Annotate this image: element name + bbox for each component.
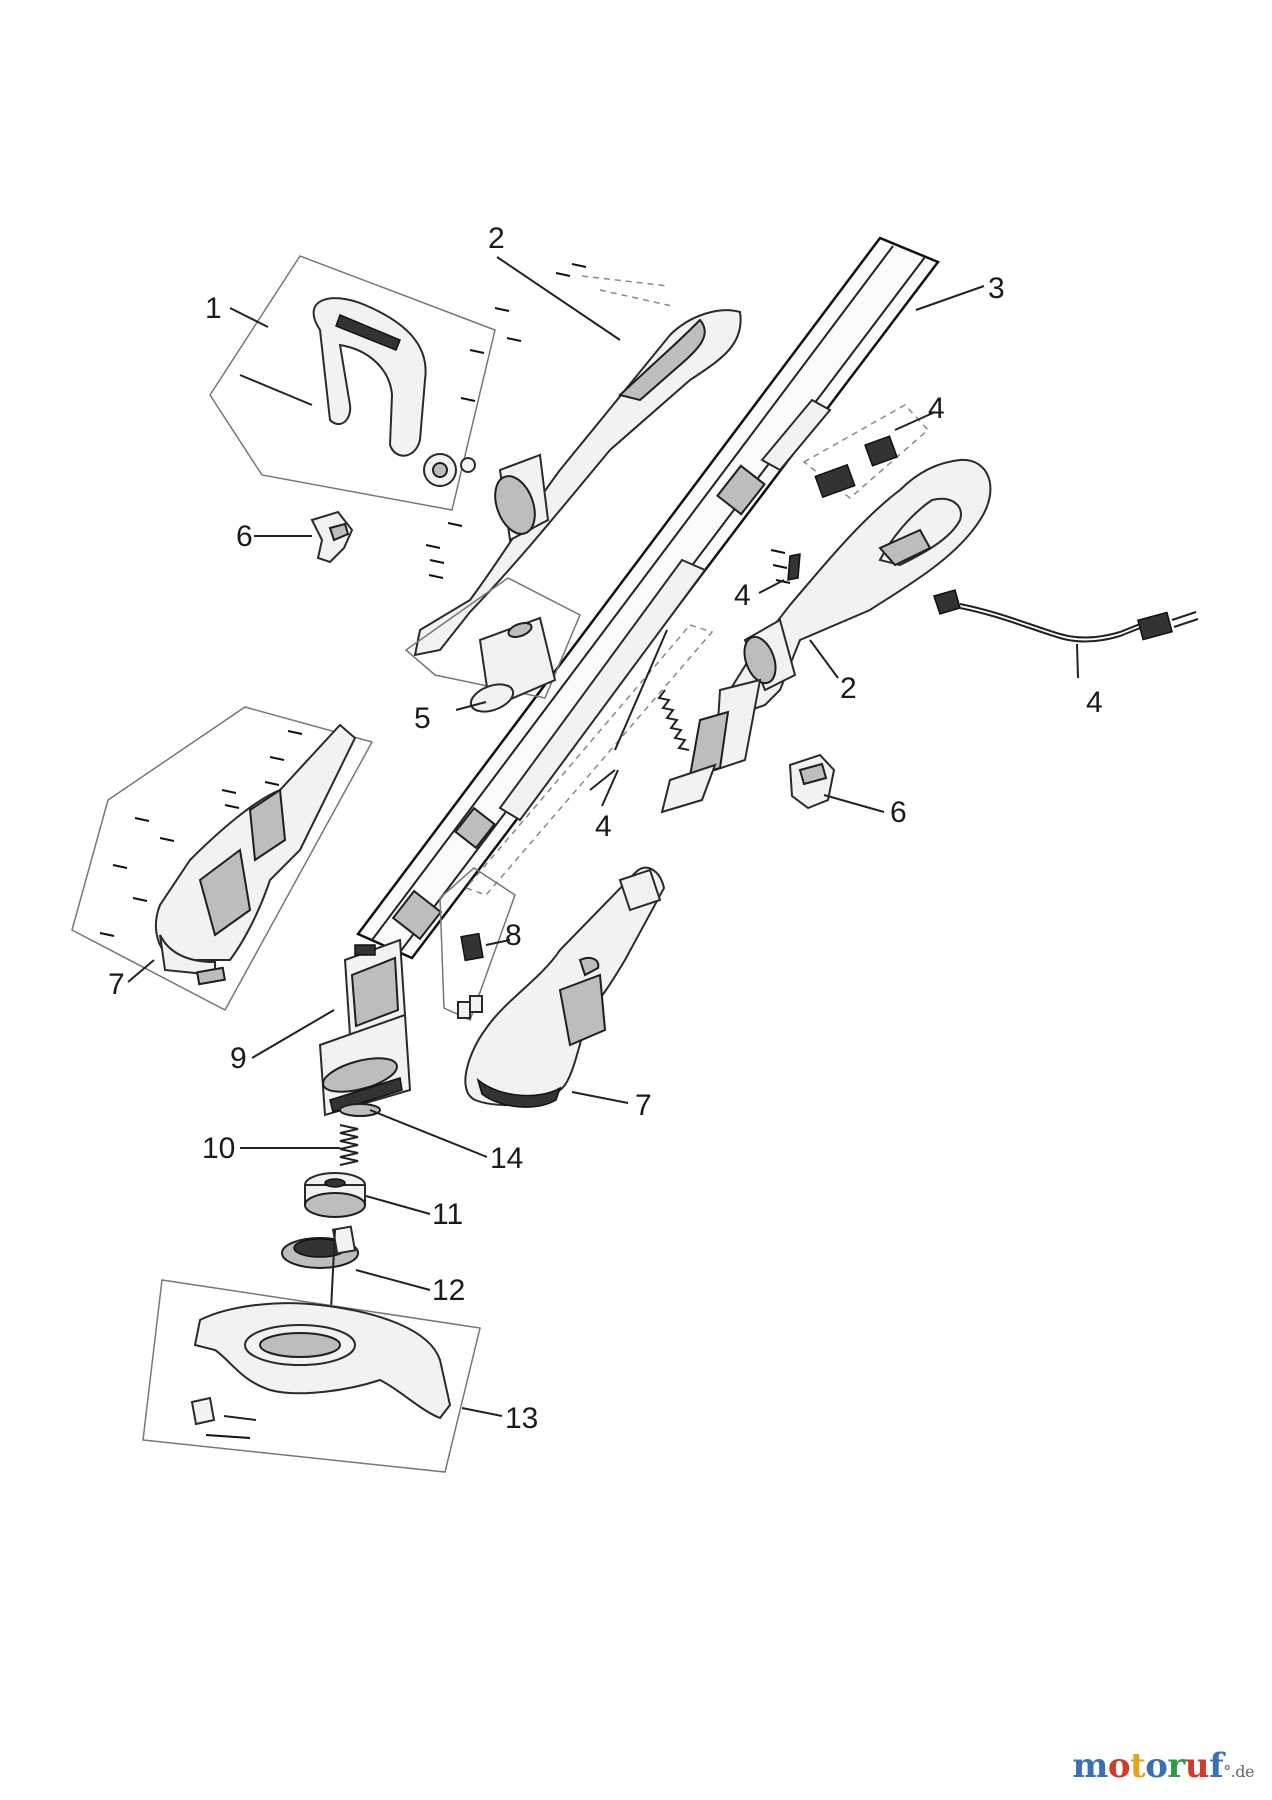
watermark-letter: t — [1130, 1746, 1146, 1786]
callout-3: 3 — [988, 272, 1005, 305]
watermark-letters: motoruf — [1072, 1746, 1223, 1786]
callout-labels: 1 2 2 3 4 4 4 4 5 6 6 7 7 8 9 10 11 12 1… — [108, 222, 1103, 1435]
leader-lines — [127, 256, 1079, 1417]
part-7-motor-housing-left — [71, 706, 374, 1012]
callout-1: 1 — [205, 292, 222, 325]
part-4-screws-right — [770, 549, 801, 584]
part-3-shaft — [356, 236, 940, 960]
part-13-guard — [142, 1279, 481, 1473]
callout-2-top: 2 — [488, 222, 505, 255]
part-4-switch-set — [802, 404, 930, 499]
callout-14: 14 — [490, 1142, 523, 1175]
watermark-letter: o — [1107, 1746, 1131, 1786]
callout-4-switch: 4 — [928, 392, 945, 425]
watermark-letter: r — [1167, 1746, 1185, 1786]
callout-6-left: 6 — [236, 520, 253, 553]
callout-4-screws: 4 — [734, 579, 751, 612]
part-1-auxiliary-handle — [209, 255, 496, 511]
callout-12: 12 — [432, 1274, 465, 1307]
callout-8: 8 — [505, 919, 522, 952]
part-8-carbon-brushes — [439, 867, 516, 1022]
callout-2-right: 2 — [840, 672, 857, 705]
part-9-motor — [318, 938, 412, 1117]
callout-7-left: 7 — [108, 968, 125, 1001]
watermark-mark: ° — [1223, 1762, 1231, 1781]
callout-5: 5 — [414, 702, 431, 735]
part-6-clip-right — [788, 753, 836, 810]
part-14-washer — [339, 1103, 381, 1117]
watermark-letter: u — [1184, 1746, 1210, 1786]
part-6-clip-left — [310, 510, 354, 564]
callout-4-spring: 4 — [595, 810, 612, 843]
callout-6-right: 6 — [890, 796, 907, 829]
callout-13: 13 — [505, 1402, 538, 1435]
part-7-motor-housing-right — [464, 866, 666, 1108]
part-2-handle-left-half — [413, 309, 742, 657]
watermark-letter: o — [1145, 1746, 1168, 1786]
part-11-spool — [304, 1172, 366, 1218]
screws-group-7 — [99, 730, 303, 937]
watermark-letter: m — [1072, 1746, 1108, 1786]
part-4-spring-set — [464, 624, 714, 896]
part-12-spool-cap — [281, 1225, 359, 1331]
part-2-handle-right-half — [660, 458, 992, 814]
watermark-suffix: .de — [1230, 1762, 1255, 1781]
callout-10: 10 — [202, 1132, 235, 1165]
callout-9: 9 — [230, 1042, 247, 1075]
motoruf-watermark-logo: motoruf°.de — [1072, 1746, 1254, 1786]
watermark-letter: f — [1209, 1746, 1224, 1786]
callout-4-cord: 4 — [1086, 686, 1103, 719]
screws-group-2a — [425, 263, 673, 579]
callout-11: 11 — [432, 1198, 463, 1231]
part-10-spring — [339, 1124, 359, 1166]
part-5-sleeve — [404, 577, 581, 713]
callout-7-right: 7 — [635, 1089, 652, 1122]
part-4-power-cord — [933, 589, 1199, 643]
